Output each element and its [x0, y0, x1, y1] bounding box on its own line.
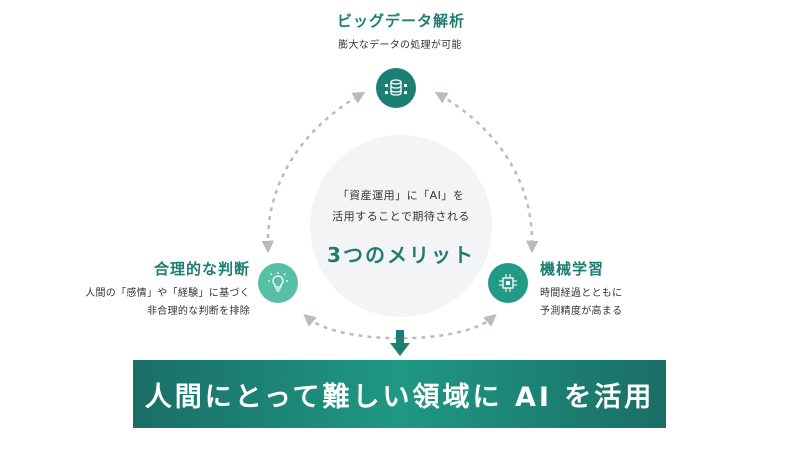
rational-desc-line-1: 人間の「感情」や「経験」に基づく [85, 288, 250, 299]
center-line-1: 「資産運用」に「AI」を [337, 188, 465, 202]
chip-icon [488, 263, 528, 303]
arrow-right-upper [434, 91, 539, 254]
down-arrow-icon [390, 330, 410, 356]
rational-title: 合理的な判断 [153, 260, 250, 278]
big-data-title: ビッグデータ解析 [336, 12, 465, 30]
big-data-desc: 膨大なデータの処理が可能 [338, 40, 462, 51]
conclusion-banner: 人間にとって難しい領域に AI を活用 [133, 360, 666, 428]
center-circle: 「資産運用」に「AI」を 活用することで期待される 3つのメリット [310, 135, 492, 317]
database-icon [376, 68, 416, 108]
ml-desc-line-2: 予測精度が高まる [540, 306, 623, 317]
center-line-2: 活用することで期待される [332, 209, 470, 223]
ml-desc: 時間経過とともに 予測精度が高まる [540, 285, 622, 321]
arrow-bottom [303, 313, 497, 340]
rational-desc-line-2: 非合理的な判断を排除 [147, 306, 250, 317]
lightbulb-icon [258, 263, 298, 303]
ml-title: 機械学習 [540, 260, 605, 278]
rational-desc: 人間の「感情」や「経験」に基づく 非合理的な判断を排除 [80, 285, 250, 321]
center-title: 3つのメリット [327, 242, 475, 267]
ml-desc-line-1: 時間経過とともに [540, 288, 623, 299]
banner-text: 人間にとって難しい領域に AI を活用 [144, 381, 655, 413]
arrow-left-upper [261, 91, 366, 254]
